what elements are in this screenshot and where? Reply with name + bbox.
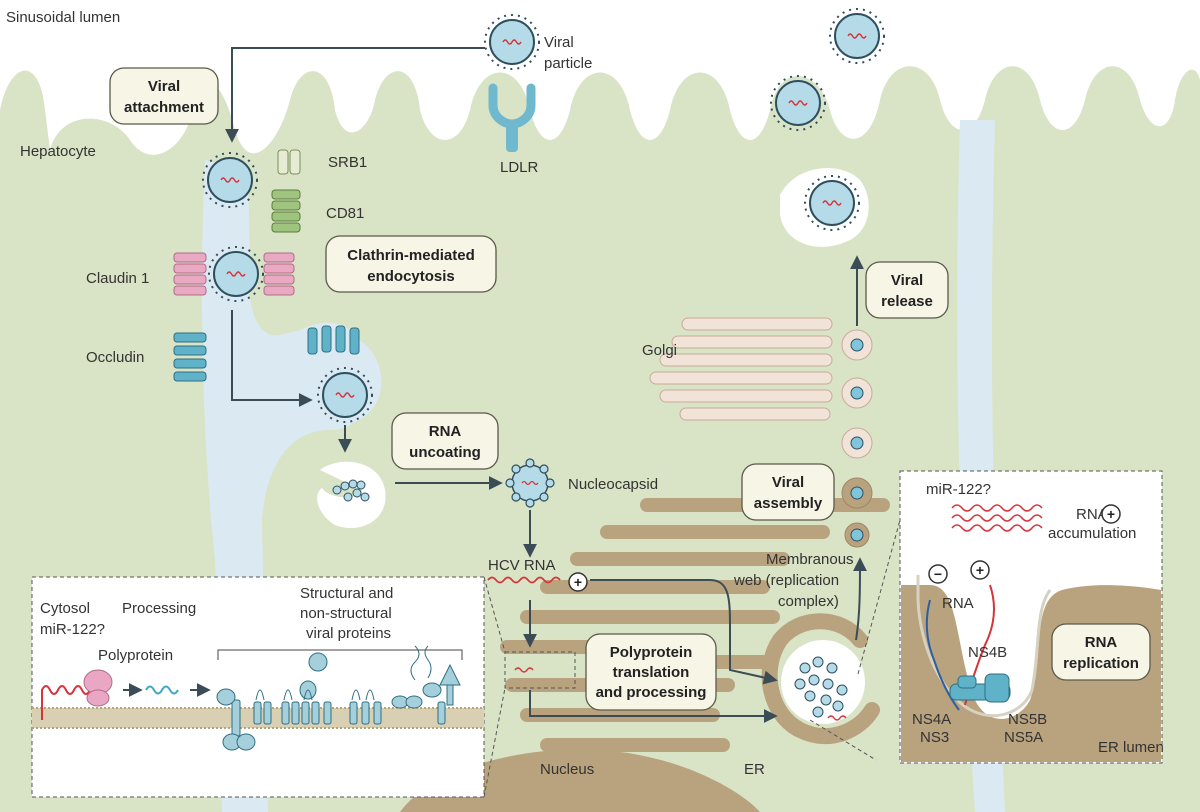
srb1-receptor	[277, 149, 301, 175]
membranous-web-label-2: web (replication	[733, 572, 839, 589]
svg-text:Polyprotein: Polyprotein	[610, 644, 693, 661]
svg-text:and processing: and processing	[596, 684, 707, 701]
plus-sign-accumulation: +	[1101, 504, 1121, 524]
ns4a-label: NS4A	[912, 711, 951, 728]
er-lumen-label: ER lumen	[1098, 739, 1164, 756]
svg-text:RNA: RNA	[1085, 634, 1118, 651]
svg-text:+: +	[976, 562, 984, 578]
virus-particle-clathrin	[208, 246, 264, 302]
structural-label-1: Structural and	[300, 585, 393, 602]
step-rna-replication: RNA replication	[1051, 623, 1151, 681]
svg-text:+: +	[1107, 506, 1115, 522]
virus-particle-free-1	[829, 8, 885, 64]
srb1-label: SRB1	[328, 154, 367, 171]
svg-text:release: release	[881, 293, 933, 310]
nucleocapsid-label: Nucleocapsid	[568, 476, 658, 493]
processing-label: Processing	[122, 600, 196, 617]
cd81-receptor	[271, 189, 301, 233]
step-polyprotein-translation: Polyprotein translation and processing	[585, 633, 717, 711]
clathrin-receptors	[307, 325, 360, 355]
inset-connectors	[483, 519, 901, 798]
membranous-web-label-3: complex)	[778, 593, 839, 610]
cd81-label: CD81	[326, 205, 364, 222]
claudin1-label: Claudin 1	[86, 270, 149, 287]
sinusoidal-lumen-label: Sinusoidal lumen	[6, 9, 120, 26]
viral-particle-label-2: particle	[544, 55, 592, 72]
svg-text:uncoating: uncoating	[409, 444, 481, 461]
hcv-rna-strand	[487, 576, 561, 584]
hepatocyte-label: Hepatocyte	[20, 143, 96, 160]
mir122-label: miR-122?	[926, 481, 991, 498]
svg-text:replication: replication	[1063, 655, 1139, 672]
step-viral-release: Viral release	[865, 261, 949, 319]
minus-sign-strand: −	[928, 564, 948, 584]
ns5b-label: NS5B	[1008, 711, 1047, 728]
virus-particle-free-2	[770, 75, 826, 131]
viral-particle-label-1: Viral	[544, 34, 574, 51]
virus-particle-release	[804, 175, 860, 231]
svg-text:Clathrin-mediated: Clathrin-mediated	[347, 247, 475, 264]
polyprotein-label: Polyprotein	[98, 647, 173, 664]
virus-particle-attachment	[202, 152, 258, 208]
svg-text:assembly: assembly	[754, 495, 823, 512]
svg-text:Viral: Viral	[772, 474, 804, 491]
step-viral-attachment: Viral attachment	[109, 67, 219, 125]
rna-accumulation-label-1: RNA	[1076, 506, 1108, 523]
step-clathrin-endocytosis: Clathrin-mediated endocytosis	[325, 235, 497, 293]
membranous-web-label-1: Membranous	[766, 551, 854, 568]
step-rna-uncoating: RNA uncoating	[391, 412, 499, 470]
ldlr-label: LDLR	[500, 159, 539, 176]
cytosol-label-1: Cytosol	[40, 600, 90, 617]
ldlr-receptor	[488, 83, 536, 152]
occludin-receptor	[173, 332, 207, 382]
step-viral-assembly: Viral assembly	[741, 463, 835, 521]
hcv-rna-label: HCV RNA	[488, 557, 556, 574]
uncoating-capsid-beads	[332, 479, 370, 502]
nucleus-label: Nucleus	[540, 761, 594, 778]
svg-text:Viral: Viral	[148, 78, 180, 95]
svg-text:translation: translation	[613, 664, 690, 681]
replication-vesicles	[794, 656, 848, 718]
er-label: ER	[744, 761, 765, 778]
structural-label-2: non-structural	[300, 605, 392, 622]
ns3-label: NS3	[920, 729, 949, 746]
plus-sign-strand: +	[970, 560, 990, 580]
svg-text:+: +	[574, 574, 582, 590]
virus-particle-endosome	[317, 367, 373, 423]
svg-text:RNA: RNA	[429, 423, 462, 440]
svg-text:Viral: Viral	[891, 272, 923, 289]
plus-sign-hcv: +	[568, 572, 588, 592]
virus-particle-top	[484, 14, 540, 70]
claudin1-receptor	[173, 252, 295, 296]
svg-text:−: −	[934, 566, 942, 582]
cytosol-label-2: miR-122?	[40, 621, 105, 638]
golgi-label: Golgi	[642, 342, 677, 359]
translation-inset	[31, 576, 485, 798]
secretory-vesicles	[841, 329, 873, 548]
rna-accumulation-label-2: accumulation	[1048, 525, 1136, 542]
svg-text:endocytosis: endocytosis	[367, 268, 455, 285]
minus-rna-label: RNA	[942, 595, 974, 612]
ns4b-label: NS4B	[968, 644, 1007, 661]
svg-text:attachment: attachment	[124, 99, 204, 116]
structural-label-3: viral proteins	[306, 625, 391, 642]
golgi-apparatus	[649, 317, 833, 421]
nucleocapsid-icon	[505, 458, 555, 508]
ns5a-label: NS5A	[1004, 729, 1043, 746]
occludin-label: Occludin	[86, 349, 144, 366]
